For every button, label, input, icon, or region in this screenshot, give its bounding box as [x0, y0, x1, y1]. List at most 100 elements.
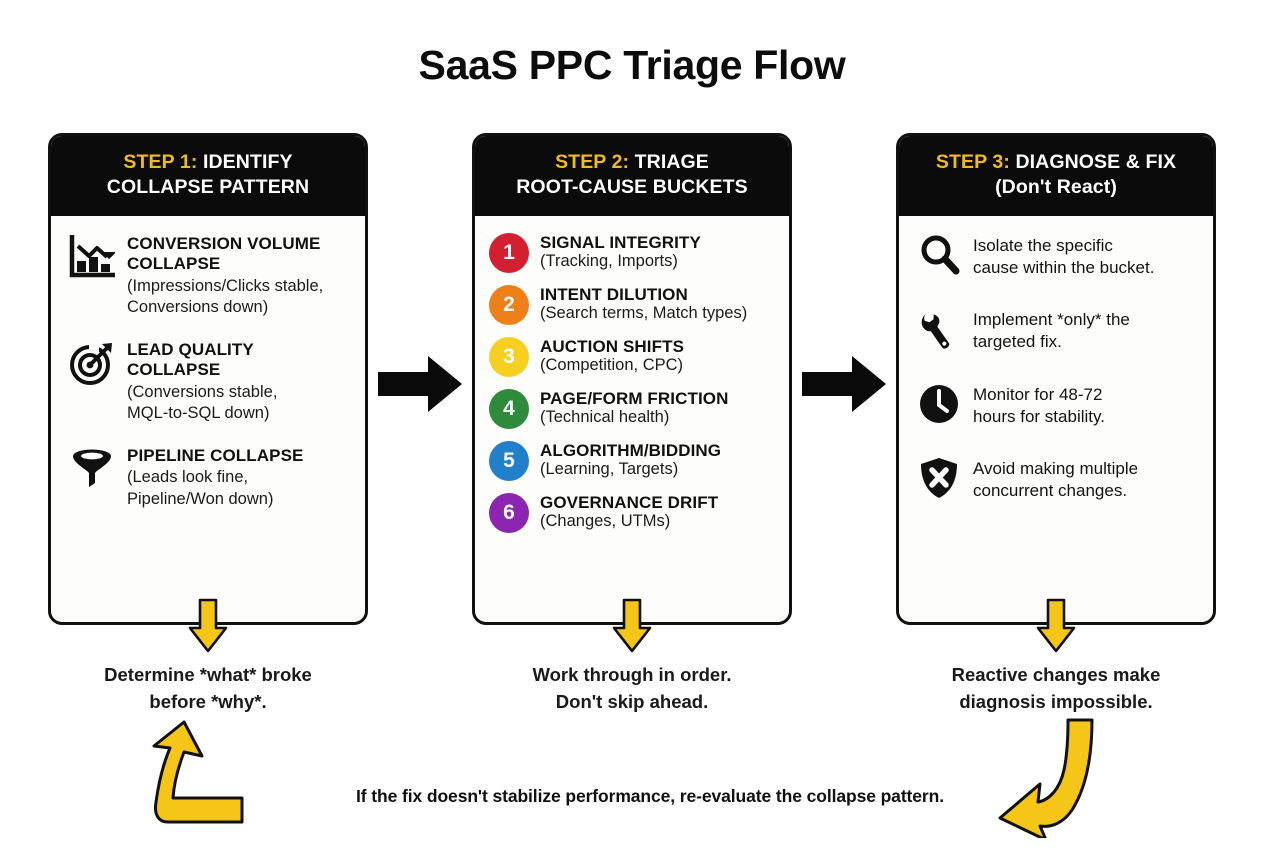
- step-3-tag: STEP 3:: [935, 151, 1010, 173]
- step-1-tag: STEP 1:: [123, 151, 198, 173]
- list-item-text: PAGE/FORM FRICTION (Technical health): [540, 389, 728, 428]
- step-3-title-line1: DIAGNOSE & FIX: [1009, 151, 1177, 173]
- funnel-icon: [65, 445, 119, 493]
- list-item: 5 ALGORITHM/BIDDING (Learning, Targets): [489, 440, 775, 481]
- step-1-caption: Determine *what* broke before *why*.: [43, 662, 373, 716]
- step-2-title-line1: TRIAGE: [629, 151, 709, 173]
- right-block-arrow-icon: [802, 352, 888, 421]
- feedback-loop-label: If the fix doesn't stabilize performance…: [356, 786, 944, 806]
- number-badge-4: 4: [489, 388, 529, 429]
- list-item-title: CONVERSION VOLUME COLLAPSE: [127, 233, 321, 274]
- step-1-body: CONVERSION VOLUME COLLAPSE (Impressions/…: [51, 216, 365, 541]
- step-3-header: STEP 3: DIAGNOSE & FIX (Don't React): [899, 136, 1213, 216]
- magnifier-icon: [913, 233, 965, 277]
- step-2-tag: STEP 2:: [555, 151, 630, 173]
- step-3-body: Isolate the specific cause within the bu…: [899, 216, 1213, 541]
- bucket-sub: (Technical health): [540, 408, 670, 427]
- caption-line-1: Determine *what* broke: [104, 664, 312, 685]
- step-1-title-line1: IDENTIFY: [197, 151, 293, 173]
- list-item: 3 AUCTION SHIFTS (Competition, CPC): [489, 336, 775, 377]
- bucket-sub: (Changes, UTMs): [540, 512, 671, 531]
- caption-line-1: Work through in order.: [532, 664, 732, 685]
- action-line-1: Isolate the specific: [973, 235, 1113, 255]
- bucket-title: AUCTION SHIFTS: [540, 336, 685, 356]
- list-item-text: Monitor for 48-72 hours for stability.: [973, 382, 1105, 428]
- action-line-2: targeted fix.: [973, 332, 1062, 352]
- action-line-1: Monitor for 48-72: [973, 384, 1103, 404]
- step-3-caption: Reactive changes make diagnosis impossib…: [891, 662, 1221, 716]
- step-2-body: 1 SIGNAL INTEGRITY (Tracking, Imports) 2…: [475, 216, 789, 555]
- step-1-title-line2: COLLAPSE PATTERN: [106, 175, 310, 198]
- list-item-text: Implement *only* the targeted fix.: [973, 307, 1130, 353]
- target-arrow-icon: [65, 339, 119, 387]
- number-badge-6: 6: [489, 492, 529, 533]
- list-item-text: Isolate the specific cause within the bu…: [973, 233, 1154, 279]
- list-item: 2 INTENT DILUTION (Search terms, Match t…: [489, 284, 775, 325]
- curved-up-arrow-icon: [150, 718, 280, 833]
- list-item-sub-2: Conversions down): [127, 298, 269, 317]
- list-item-text: ALGORITHM/BIDDING (Learning, Targets): [540, 441, 721, 480]
- step-2-card: STEP 2: TRIAGE ROOT-CAUSE BUCKETS 1 SIGN…: [472, 133, 792, 625]
- list-item-text: LEAD QUALITY COLLAPSE (Conversions stabl…: [127, 339, 351, 424]
- number-badge-1: 1: [489, 232, 529, 273]
- step-3-card: STEP 3: DIAGNOSE & FIX (Don't React) Iso…: [896, 133, 1216, 625]
- list-item-text: Avoid making multiple concurrent changes…: [973, 456, 1138, 502]
- list-item-text: GOVERNANCE DRIFT (Changes, UTMs): [540, 493, 718, 532]
- step-1-card: STEP 1: IDENTIFY COLLAPSE PATTERN CONVE: [48, 133, 368, 625]
- caption-line-2: Don't skip ahead.: [555, 690, 709, 712]
- action-line-1: Implement *only* the: [973, 310, 1130, 330]
- bucket-title: GOVERNANCE DRIFT: [540, 492, 719, 512]
- caption-line-1: Reactive changes make: [951, 664, 1161, 685]
- list-item: Isolate the specific cause within the bu…: [913, 233, 1199, 279]
- step-1-header: STEP 1: IDENTIFY COLLAPSE PATTERN: [51, 136, 365, 216]
- list-item-sub-2: MQL-to-SQL down): [127, 404, 270, 423]
- step-2-title-line2: ROOT-CAUSE BUCKETS: [516, 175, 748, 198]
- list-item: Implement *only* the targeted fix.: [913, 307, 1199, 353]
- action-line-1: Avoid making multiple: [973, 459, 1139, 479]
- list-item: CONVERSION VOLUME COLLAPSE (Impressions/…: [65, 233, 351, 318]
- step-2-header: STEP 2: TRIAGE ROOT-CAUSE BUCKETS: [475, 136, 789, 216]
- number-badge-5: 5: [489, 440, 529, 481]
- step-3-title-line2: (Don't React): [995, 175, 1117, 198]
- list-item: Avoid making multiple concurrent changes…: [913, 456, 1199, 502]
- down-arrow-icon: [610, 598, 654, 659]
- shield-x-icon: [913, 456, 965, 500]
- number-badge-2: 2: [489, 284, 529, 325]
- list-item-text: SIGNAL INTEGRITY (Tracking, Imports): [540, 233, 701, 272]
- list-item-text: PIPELINE COLLAPSE (Leads look fine, Pipe…: [127, 445, 303, 510]
- list-item-sub-1: (Conversions stable,: [127, 382, 278, 401]
- list-item: LEAD QUALITY COLLAPSE (Conversions stabl…: [65, 339, 351, 424]
- list-item-sub-2: Pipeline/Won down): [127, 489, 274, 508]
- list-item-text: CONVERSION VOLUME COLLAPSE (Impressions/…: [127, 233, 351, 318]
- bucket-sub: (Search terms, Match types): [540, 304, 748, 323]
- page-title: SaaS PPC Triage Flow: [418, 42, 846, 88]
- list-item-title: PIPELINE COLLAPSE: [127, 445, 304, 465]
- list-item-title: LEAD QUALITY COLLAPSE: [127, 339, 254, 380]
- down-arrow-icon: [1034, 598, 1078, 659]
- bucket-sub: (Learning, Targets): [540, 460, 679, 479]
- caption-line-2: before *why*.: [149, 690, 267, 712]
- down-arrow-icon: [186, 598, 230, 659]
- list-item: 1 SIGNAL INTEGRITY (Tracking, Imports): [489, 232, 775, 273]
- list-item-sub-1: (Leads look fine,: [127, 468, 249, 487]
- list-item-sub-1: (Impressions/Clicks stable,: [127, 276, 324, 295]
- list-item: 4 PAGE/FORM FRICTION (Technical health): [489, 388, 775, 429]
- wrench-icon: [913, 307, 965, 351]
- bucket-title: SIGNAL INTEGRITY: [540, 232, 701, 252]
- number-badge-3: 3: [489, 336, 529, 377]
- right-block-arrow-icon: [378, 352, 464, 421]
- action-line-2: cause within the bucket.: [973, 257, 1155, 277]
- bucket-title: PAGE/FORM FRICTION: [540, 388, 729, 408]
- caption-line-2: diagnosis impossible.: [959, 690, 1153, 712]
- clock-icon: [913, 382, 965, 426]
- list-item: 6 GOVERNANCE DRIFT (Changes, UTMs): [489, 492, 775, 533]
- list-item-text: AUCTION SHIFTS (Competition, CPC): [540, 337, 684, 376]
- action-line-2: concurrent changes.: [973, 481, 1128, 501]
- curved-left-arrow-icon: [960, 718, 1100, 843]
- bucket-sub: (Competition, CPC): [540, 356, 684, 375]
- bucket-title: INTENT DILUTION: [540, 284, 688, 304]
- list-item-text: INTENT DILUTION (Search terms, Match typ…: [540, 285, 747, 324]
- bucket-sub: (Tracking, Imports): [540, 252, 678, 271]
- list-item: Monitor for 48-72 hours for stability.: [913, 382, 1199, 428]
- bar-chart-down-icon: [65, 233, 119, 281]
